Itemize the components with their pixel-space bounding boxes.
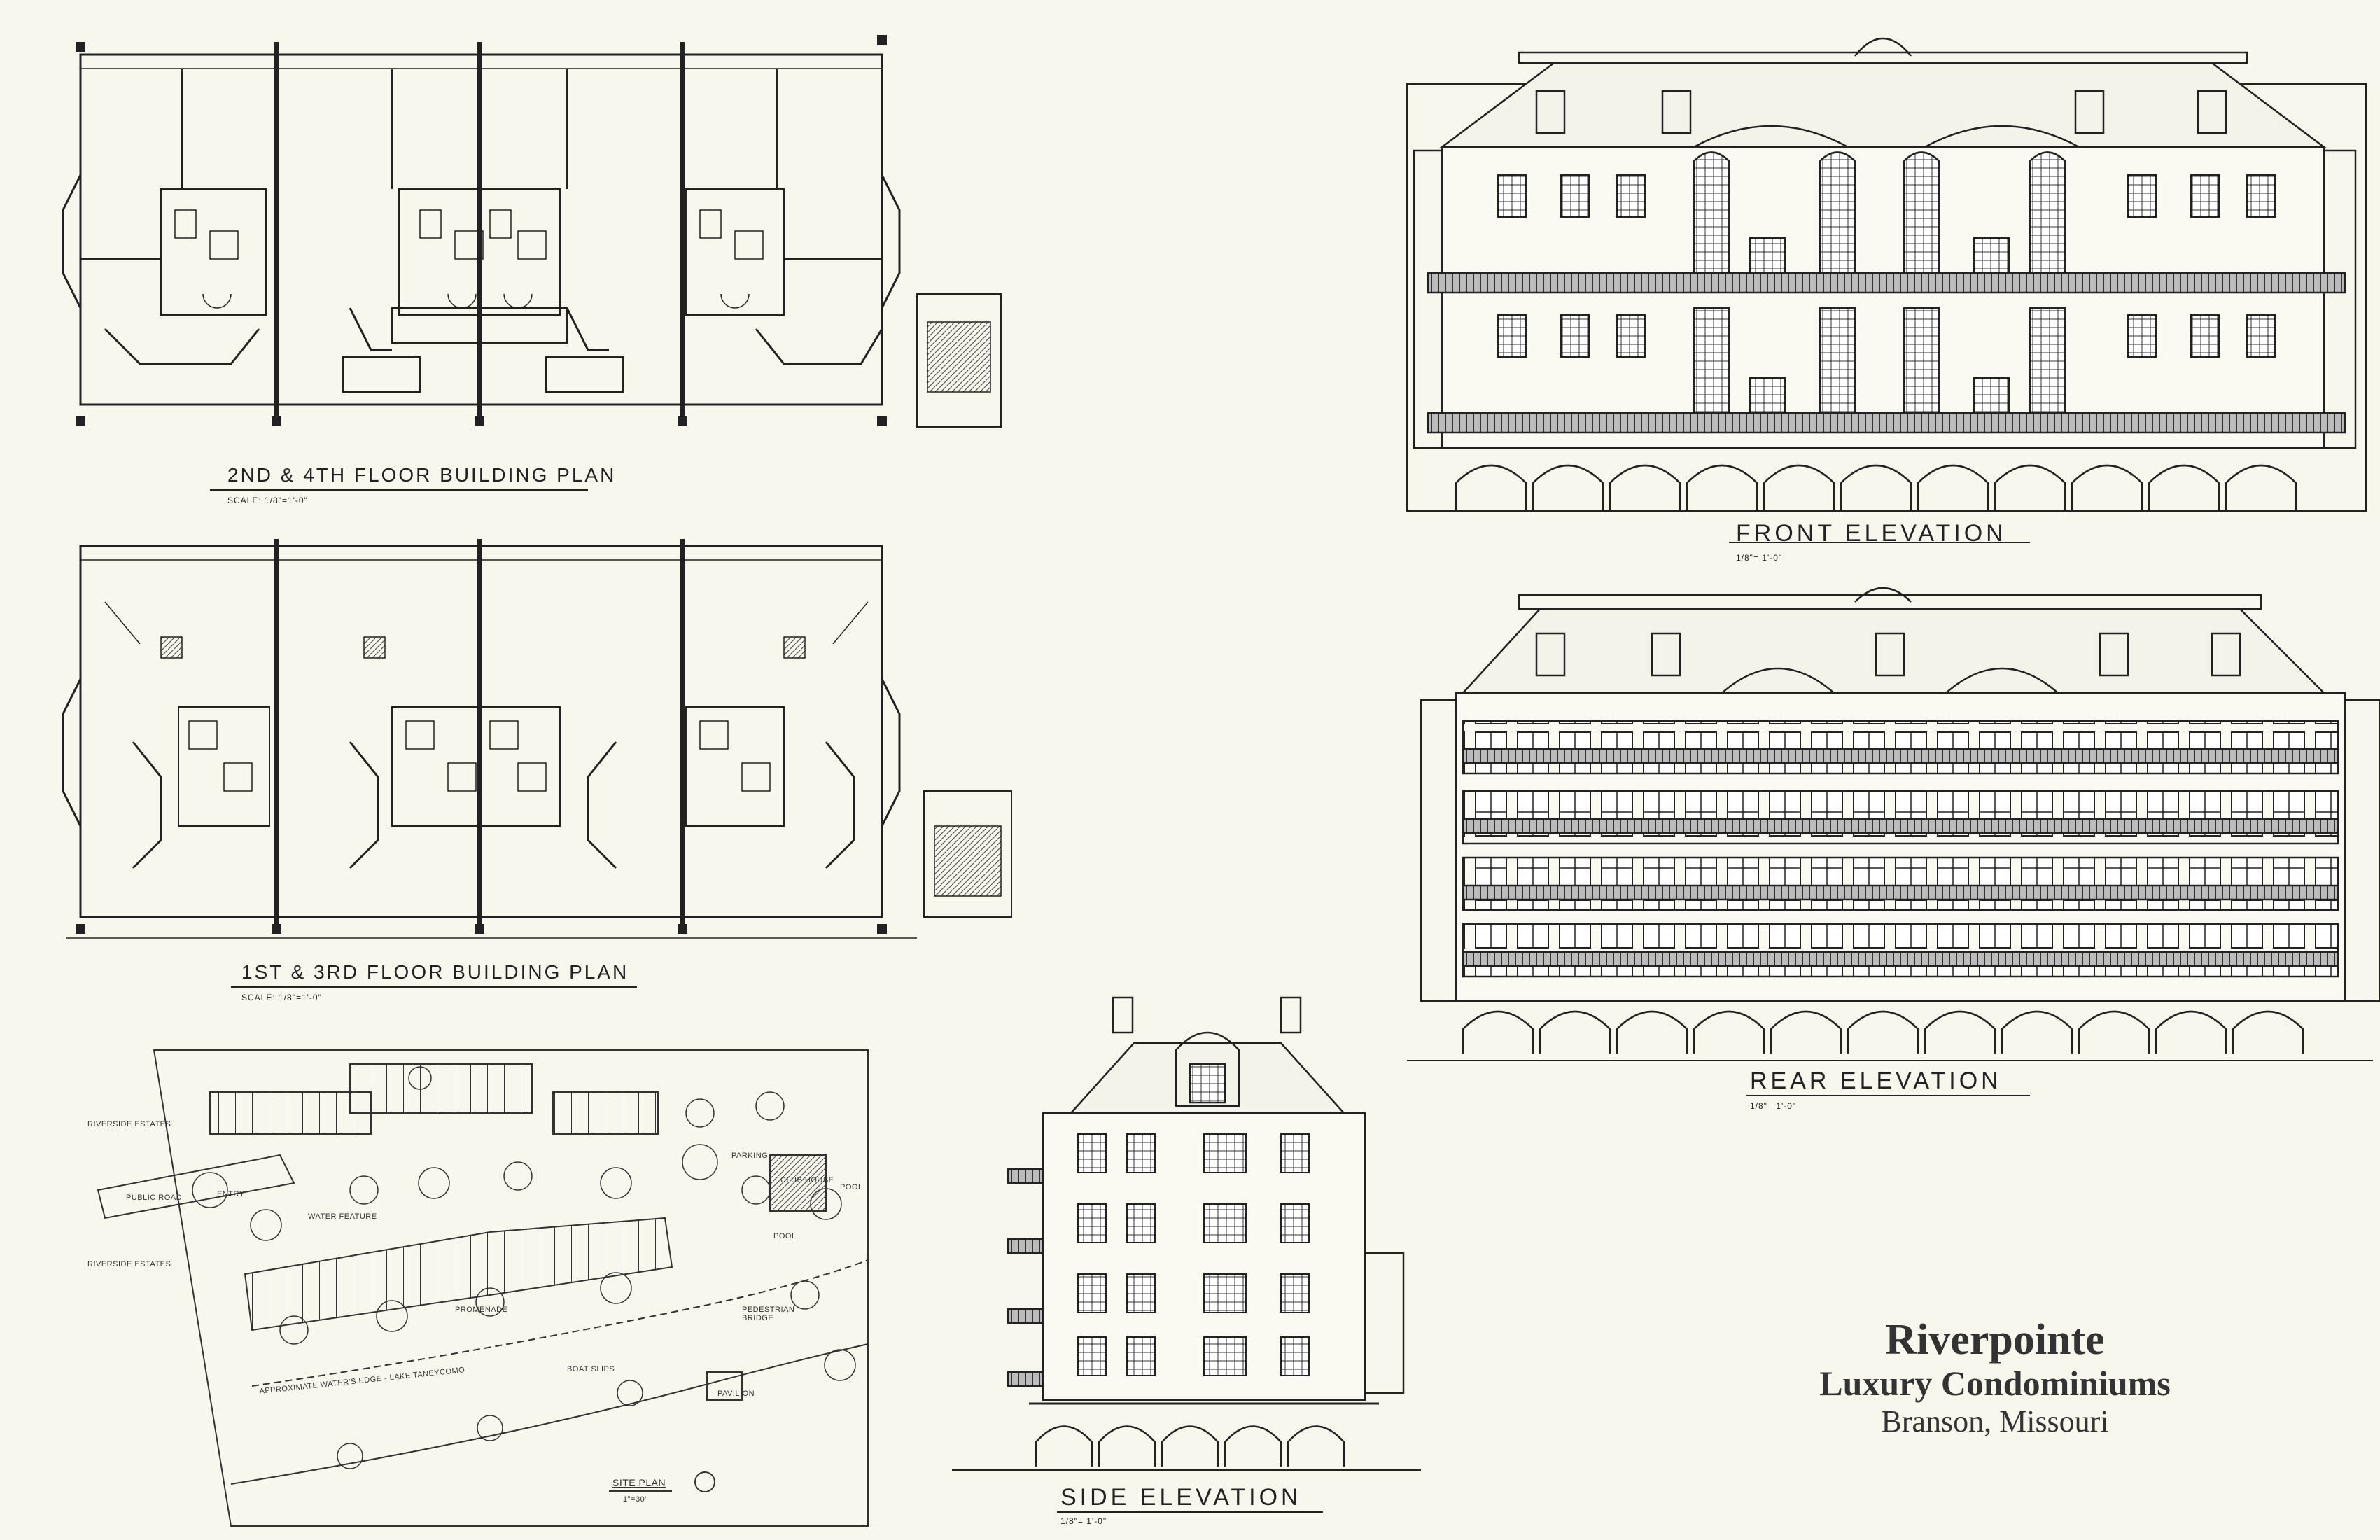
site-plan xyxy=(97,1049,869,1527)
project-name: Riverpointe xyxy=(1885,1316,2105,1364)
upper-plan-scale: SCALE: 1/8"=1'-0" xyxy=(227,496,308,505)
site-label-entry: ENTRY xyxy=(217,1190,245,1198)
site-label-riverside-estates-top: RIVERSIDE ESTATES xyxy=(88,1120,172,1128)
site-label-club-house: CLUB HOUSE xyxy=(780,1176,834,1184)
rear-elevation xyxy=(1407,587,2380,1096)
project-location: Branson, Missouri xyxy=(1881,1404,2109,1438)
site-label-pool-1: POOL xyxy=(840,1183,863,1191)
site-label-pavilion: PAVILION xyxy=(718,1390,755,1398)
site-label-boat-slips: BOAT SLIPS xyxy=(567,1365,615,1373)
project-subtitle: Luxury Condominiums xyxy=(1819,1364,2171,1404)
site-label-riverside-estates-mid: RIVERSIDE ESTATES xyxy=(88,1260,172,1268)
side-elevation-title: SIDE ELEVATION xyxy=(1060,1484,1302,1511)
site-label-promenade: PROMENADE xyxy=(455,1306,508,1314)
site-label-parking: PARKING xyxy=(732,1152,769,1160)
site-label-water-feature: WATER FEATURE xyxy=(308,1212,377,1221)
site-label-pool-2: POOL xyxy=(774,1232,797,1240)
front-elevation xyxy=(1406,37,2367,543)
site-label-public-road: PUBLIC ROAD xyxy=(126,1194,183,1202)
front-elevation-title: FRONT ELEVATION xyxy=(1736,520,2007,547)
side-elevation-scale: 1/8"= 1'-0" xyxy=(1060,1516,1107,1526)
side-elevation xyxy=(952,996,1421,1513)
rear-elevation-scale: 1/8"= 1'-0" xyxy=(1750,1101,1797,1111)
lower-plan-title: 1ST & 3RD FLOOR BUILDING PLAN xyxy=(241,961,629,983)
site-label-pedestrian-bridge: PEDESTRIAN BRIDGE xyxy=(742,1306,795,1322)
rear-elevation-title: REAR ELEVATION xyxy=(1750,1068,2002,1094)
lower-floor-plan xyxy=(62,539,1012,988)
upper-floor-plan xyxy=(62,35,1002,491)
upper-plan-title: 2ND & 4TH FLOOR BUILDING PLAN xyxy=(227,464,617,486)
project-title-block: Riverpointe Luxury Condominiums Branson,… xyxy=(1715,1316,2275,1439)
site-plan-scale: 1"=30' xyxy=(623,1495,647,1504)
front-elevation-scale: 1/8"= 1'-0" xyxy=(1736,553,1783,563)
site-plan-title: SITE PLAN xyxy=(612,1477,666,1488)
lower-plan-scale: SCALE: 1/8"=1'-0" xyxy=(241,993,322,1002)
